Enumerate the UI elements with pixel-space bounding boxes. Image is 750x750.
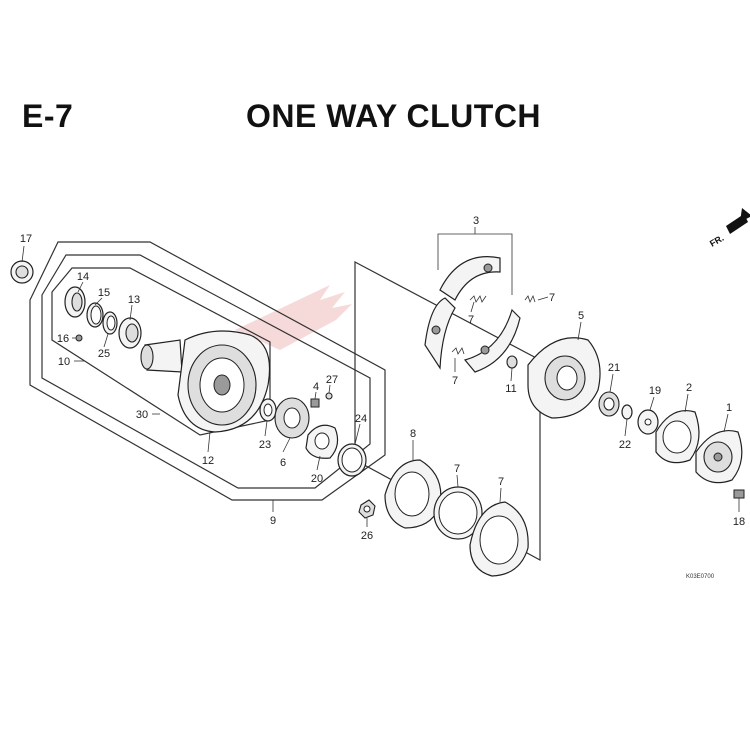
diagram-title: ONE WAY CLUTCH (246, 98, 542, 134)
callout-14: 12 (202, 455, 214, 467)
part-20-bolt (733, 489, 745, 499)
part-13-washer (506, 355, 518, 369)
callout-21: 19 (649, 385, 661, 397)
callout-7d: 7 (549, 292, 555, 304)
callout-24: 22 (619, 439, 631, 451)
part-1-cover (695, 430, 743, 484)
callout-12: 10 (58, 356, 70, 368)
part-7-springs (451, 294, 536, 355)
part-8-gasket (469, 501, 529, 577)
callout-5: 5 (578, 310, 584, 322)
callout-16: 14 (77, 271, 89, 283)
part-16-bearing (64, 286, 86, 318)
callout-28: 26 (361, 530, 373, 542)
callout-17: 15 (98, 287, 110, 299)
callout-15: 13 (128, 294, 140, 306)
callout-2: 2 (686, 382, 692, 394)
callout-27: 25 (98, 348, 110, 360)
assembly-box-11 (29, 241, 386, 501)
callout-25: 23 (259, 439, 271, 451)
callout-29: 27 (326, 374, 338, 386)
part-25-washer (259, 398, 277, 422)
assembly-box-12 (41, 254, 371, 489)
watermark-wing (235, 285, 352, 350)
assembly-box-30 (51, 267, 271, 436)
callout-9: 7 (454, 463, 460, 475)
part-15-oil-seal (118, 317, 142, 349)
callout-30: 30 (136, 409, 148, 421)
direction-arrow-icon: FR. (708, 208, 750, 249)
callout-7c: 7 (452, 375, 458, 387)
callout-3: 3 (473, 215, 479, 227)
callout-7a: 7 (468, 314, 474, 326)
part-27-washer (102, 311, 118, 335)
part-24-washer (621, 404, 633, 420)
part-10-gasket (384, 459, 442, 529)
assembly-box-3-7 (354, 261, 541, 562)
callout-11: 9 (270, 515, 276, 527)
part-3-clutch-shoes (424, 256, 521, 373)
callout-6: 6 (280, 457, 286, 469)
callout-23: 21 (608, 362, 620, 374)
drawing-code: K03E0700 (686, 574, 715, 580)
callout-26: 24 (355, 413, 367, 425)
part-18-ball (75, 334, 83, 342)
part-6-one-way-clutch (274, 397, 310, 439)
part-5-drive-plate (527, 337, 601, 419)
part-21-plate (637, 409, 659, 435)
callout-1: 1 (726, 402, 732, 414)
part-4-spring (310, 398, 320, 408)
callout-22: 20 (311, 473, 323, 485)
part-2-gasket (655, 410, 700, 464)
direction-marker: FR. (708, 233, 726, 249)
part-29-pin (325, 392, 333, 400)
section-code: E-7 (22, 98, 74, 134)
part-19-oil-seal (10, 260, 34, 284)
part-22-plate (305, 424, 339, 459)
callout-19: 17 (20, 233, 32, 245)
part-17-circlip (86, 302, 104, 328)
callout-10: 8 (410, 428, 416, 440)
part-9-o-ring (433, 486, 483, 540)
callout-13: 11 (505, 383, 516, 395)
callout-numbers: 17 14 15 13 16 25 10 30 12 23 6 4 27 24 … (20, 215, 745, 580)
callout-4: 4 (313, 381, 319, 393)
part-28-nut (358, 499, 376, 519)
part-23-collar (598, 391, 620, 417)
leader-lines (21, 227, 740, 527)
part-14-clutch-outer (140, 330, 271, 433)
callout-20: 18 (733, 516, 745, 528)
callout-18: 16 (57, 333, 69, 345)
part-26-circlip (337, 443, 367, 477)
callout-8: 7 (498, 476, 504, 488)
